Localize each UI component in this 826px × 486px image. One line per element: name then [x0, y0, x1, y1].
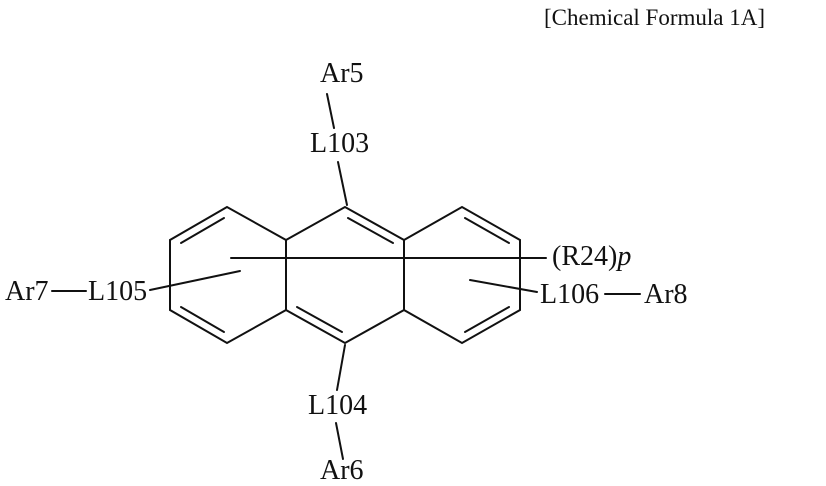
formula-title: [Chemical Formula 1A] [544, 5, 766, 30]
label-r24-subscript: p [617, 241, 632, 272]
bond-l105-ring [149, 270, 241, 291]
left-ring [169, 205, 287, 345]
double-bond-left-upper [180, 217, 225, 244]
label-r24-group: (R24) [552, 241, 618, 272]
bond-l104-ar6 [335, 422, 344, 460]
bond-l103-ar5 [326, 93, 335, 129]
label-r24: (R24)p [552, 243, 631, 271]
bond-ring-l106 [469, 279, 538, 293]
label-l104: L104 [308, 390, 368, 421]
bond-ring-l103 [337, 161, 348, 206]
double-bond-left-lower [180, 306, 225, 333]
label-l105: L105 [88, 276, 148, 307]
middle-ring [285, 205, 405, 345]
bond-ring-l104 [336, 344, 346, 391]
label-ar8: Ar8 [644, 279, 688, 310]
double-bond-right-lower [464, 306, 510, 333]
label-l106: L106 [540, 279, 600, 310]
double-bond-right-upper [464, 217, 510, 244]
double-bond-middle-lower [296, 306, 343, 333]
double-bond-middle-upper [347, 217, 394, 244]
right-ring [403, 205, 521, 345]
label-ar6: Ar6 [320, 455, 364, 486]
label-ar5: Ar5 [320, 58, 364, 89]
label-l103: L103 [310, 128, 370, 159]
label-ar7: Ar7 [5, 276, 49, 307]
